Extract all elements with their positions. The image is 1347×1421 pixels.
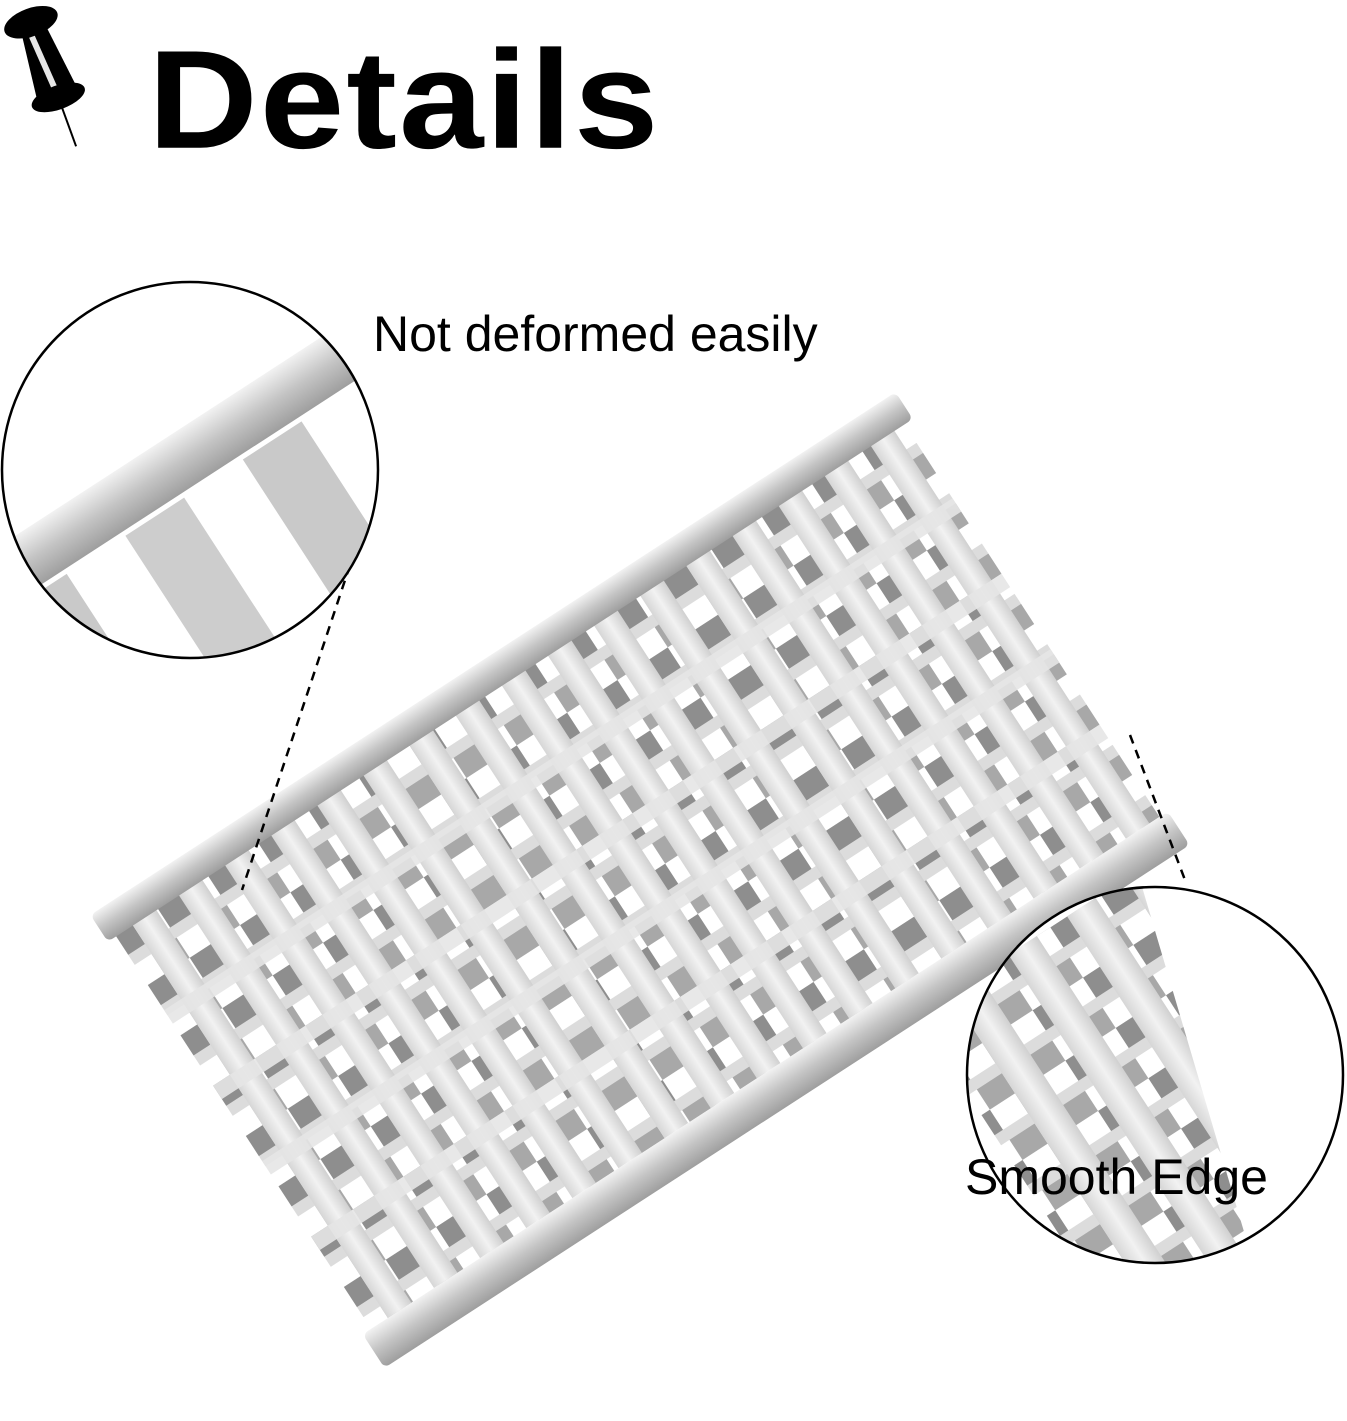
leader-line-top — [240, 519, 367, 891]
callout-label-smooth-edge: Smooth Edge — [965, 1149, 1268, 1205]
grate — [92, 394, 1188, 1366]
pushpin-icon — [4, 5, 85, 147]
leader-line-bottom — [1128, 734, 1187, 881]
magnifier-circle-bottom-right — [965, 885, 1345, 1265]
callout-label-not-deformed: Not deformed easily — [373, 306, 818, 362]
page-title: Details — [148, 21, 661, 179]
